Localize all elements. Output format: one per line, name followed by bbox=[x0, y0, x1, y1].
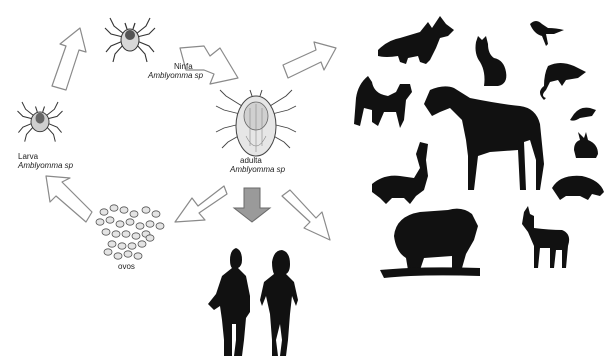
horse-silhouette bbox=[424, 86, 544, 190]
larva-species: Amblyomma sp bbox=[18, 161, 73, 170]
eggs-label: ovos bbox=[118, 262, 135, 271]
egg bbox=[156, 223, 164, 229]
larva-tick bbox=[18, 102, 63, 142]
host-animals bbox=[354, 16, 604, 278]
arrow-larva-to-nymph bbox=[52, 28, 86, 90]
egg bbox=[146, 235, 154, 241]
woman-silhouette bbox=[260, 250, 298, 356]
human-hosts bbox=[208, 248, 298, 356]
nymph-name: Ninfa bbox=[148, 62, 203, 71]
egg bbox=[120, 207, 128, 213]
adult-name: adulta bbox=[230, 156, 285, 165]
egg-cluster bbox=[96, 205, 164, 259]
mouse-silhouette bbox=[570, 108, 596, 121]
cycle-arrows bbox=[46, 28, 336, 240]
capybara-silhouette bbox=[394, 209, 478, 270]
cat-silhouette bbox=[476, 36, 507, 86]
nymph-species: Amblyomma sp bbox=[148, 71, 203, 80]
egg bbox=[136, 223, 144, 229]
opossum-silhouette bbox=[540, 63, 586, 100]
arrow-adult-to-hosts-lower bbox=[282, 190, 330, 240]
egg bbox=[114, 253, 122, 259]
egg bbox=[116, 221, 124, 227]
ground-strip bbox=[380, 267, 480, 278]
egg bbox=[152, 211, 160, 217]
bird-silhouette bbox=[530, 21, 564, 46]
arrow-adult-to-hosts bbox=[283, 42, 336, 78]
egg bbox=[128, 243, 136, 249]
coati-silhouette bbox=[372, 142, 428, 204]
egg bbox=[96, 219, 104, 225]
egg bbox=[146, 221, 154, 227]
adult-label: adulta Amblyomma sp bbox=[230, 156, 285, 174]
egg bbox=[124, 251, 132, 257]
egg bbox=[112, 231, 120, 237]
armadillo-silhouette bbox=[552, 176, 604, 200]
egg bbox=[142, 207, 150, 213]
dog-silhouette bbox=[354, 76, 412, 128]
egg bbox=[104, 249, 112, 255]
arrow-eggs-to-larva bbox=[46, 176, 92, 222]
nymph-tick bbox=[105, 18, 155, 62]
egg bbox=[100, 209, 108, 215]
nymph-label: Ninfa Amblyomma sp bbox=[148, 62, 203, 80]
egg bbox=[102, 229, 110, 235]
egg bbox=[110, 205, 118, 211]
arrow-adult-to-eggs bbox=[175, 186, 227, 222]
egg bbox=[106, 217, 114, 223]
fox-silhouette bbox=[378, 16, 454, 64]
egg bbox=[138, 241, 146, 247]
egg bbox=[126, 219, 134, 225]
larva-label: Larva Amblyomma sp bbox=[18, 152, 73, 170]
egg bbox=[118, 243, 126, 249]
rabbit-silhouette bbox=[574, 132, 598, 158]
man-silhouette bbox=[208, 248, 250, 356]
deer-silhouette bbox=[522, 206, 569, 268]
egg bbox=[134, 253, 142, 259]
egg bbox=[130, 211, 138, 217]
egg bbox=[132, 233, 140, 239]
larva-name: Larva bbox=[18, 152, 73, 161]
adult-species: Amblyomma sp bbox=[230, 165, 285, 174]
arrow-adult-to-humans bbox=[234, 188, 270, 222]
adult-tick bbox=[216, 90, 296, 156]
egg bbox=[108, 241, 116, 247]
egg bbox=[122, 231, 130, 237]
